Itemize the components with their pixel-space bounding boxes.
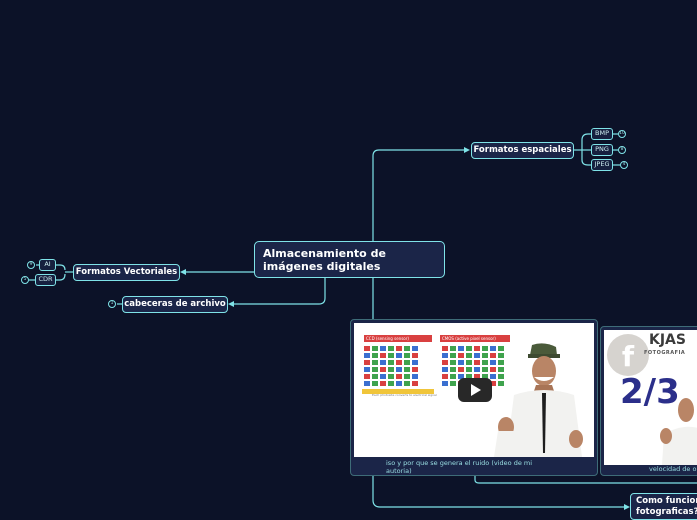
sensor-pixel [388, 381, 394, 386]
sensor-pixel [412, 367, 418, 372]
sensor-pixel [474, 346, 480, 351]
brand-subtitle: FOTOGRAFIA [644, 350, 685, 356]
sensor-pixel [396, 360, 402, 365]
topic-formatos-espaciales[interactable]: Formatos espaciales [471, 142, 574, 159]
sensor-pixel [380, 381, 386, 386]
sensor-pixel [396, 381, 402, 386]
video-caption-2: velocidad de ob [649, 465, 697, 473]
brand-title: KJAS [649, 332, 686, 348]
facebook-icon: f [607, 334, 649, 376]
sensor-pixel [372, 360, 378, 365]
sensor-pixel [442, 374, 448, 379]
sensor-pixel [458, 367, 464, 372]
sensor-pixel [442, 381, 448, 386]
png-count-badge[interactable]: 8 [618, 146, 626, 154]
cdr-count-badge[interactable]: 5 [21, 276, 29, 284]
sensor-pixel [372, 346, 378, 351]
leaf-cdr[interactable]: CDR [35, 274, 56, 286]
sensor-pixel [404, 374, 410, 379]
topic-como-funcionan[interactable]: Como funcionan fotograficas? [630, 493, 697, 520]
leaf-ai[interactable]: AI [39, 259, 56, 271]
sensor-pixel [442, 353, 448, 358]
sensor-pixel [404, 367, 410, 372]
sensor-pixel [372, 381, 378, 386]
video-card-iso[interactable]: CCD (sensing sensor) CMOS (active pixel … [350, 319, 598, 476]
sensor-note: Each photosite converts to electrical si… [372, 393, 437, 397]
jpeg-count-badge[interactable]: 4 [620, 161, 628, 169]
sensor-pixel [388, 353, 394, 358]
sensor-pixel [380, 353, 386, 358]
sensor-pixel [466, 346, 472, 351]
sensor-pixel [364, 360, 370, 365]
sensor-pixel [388, 346, 394, 351]
sensor-pixel [450, 346, 456, 351]
sensor-pixel [450, 374, 456, 379]
sensor-pixel [364, 381, 370, 386]
sensor-pixel [466, 353, 472, 358]
sensor-pixel [404, 346, 410, 351]
leaf-png[interactable]: PNG [591, 144, 613, 156]
topic-formatos-vectoriales[interactable]: Formatos Vectoriales [73, 264, 180, 281]
sensor-pixel [458, 346, 464, 351]
sensor-pixel [388, 367, 394, 372]
video-thumbnail[interactable]: CCD (sensing sensor) CMOS (active pixel … [354, 323, 594, 457]
sensor-pixel [364, 367, 370, 372]
topic-cabeceras-de-archivo[interactable]: cabeceras de archivo [122, 296, 228, 313]
sensor-pixel [380, 346, 386, 351]
video-card-velocidad[interactable]: f KJAS FOTOGRAFIA 2/3 velocidad de ob [600, 326, 697, 476]
ai-count-badge[interactable]: 9 [27, 261, 35, 269]
sensor-pixel [388, 374, 394, 379]
sensor-pixel [412, 346, 418, 351]
sensor-pixel [412, 374, 418, 379]
sensor-pixel [372, 374, 378, 379]
sensor-pixel [364, 353, 370, 358]
sensor-pixel [412, 360, 418, 365]
sensor-pixel [380, 367, 386, 372]
sensor-pixel [396, 346, 402, 351]
sensor-pixel [412, 353, 418, 358]
cabeceras-count-badge[interactable]: 1 [108, 300, 116, 308]
sensor-pixel [380, 360, 386, 365]
presenter-figure-2 [656, 396, 697, 465]
sensor-pixel [474, 360, 480, 365]
sensor-pixel [450, 353, 456, 358]
sensor-pixel [404, 353, 410, 358]
sensor-pixel [474, 353, 480, 358]
central-topic[interactable]: Almacenamiento de imágenes digitales [254, 241, 445, 278]
sensor-pixel [388, 360, 394, 365]
sensor-pixel [396, 353, 402, 358]
sensor-pixel [380, 374, 386, 379]
sensor-pixel [450, 367, 456, 372]
leaf-jpeg[interactable]: JPEG [591, 159, 613, 171]
leaf-bmp[interactable]: BMP [591, 128, 613, 140]
sensor-pixel [412, 381, 418, 386]
sensor-pixel [404, 381, 410, 386]
play-icon[interactable] [458, 378, 492, 402]
sensor-label-ccd: CCD (sensing sensor) [364, 335, 432, 342]
sensor-pixel [372, 367, 378, 372]
sensor-pixel [372, 353, 378, 358]
sensor-pixel [442, 360, 448, 365]
presenter-figure [484, 341, 594, 457]
sensor-pixel [442, 367, 448, 372]
video-thumbnail-2[interactable]: f KJAS FOTOGRAFIA 2/3 [604, 330, 697, 465]
sensor-pixel [466, 360, 472, 365]
ccd-pixel-grid [364, 346, 418, 386]
sensor-pixel [458, 353, 464, 358]
sensor-pixel [396, 374, 402, 379]
sensor-pixel [474, 367, 480, 372]
sensor-pixel [450, 360, 456, 365]
sensor-pixel [396, 367, 402, 372]
sensor-pixel [450, 381, 456, 386]
video-caption: iso y por que se genera el ruido (video … [386, 459, 556, 475]
sensor-pixel [364, 374, 370, 379]
sensor-pixel [458, 360, 464, 365]
sensor-pixel [442, 346, 448, 351]
sensor-pixel [364, 346, 370, 351]
sensor-pixel [466, 367, 472, 372]
sensor-pixel [404, 360, 410, 365]
bmp-count-badge[interactable]: 10 [618, 130, 626, 138]
